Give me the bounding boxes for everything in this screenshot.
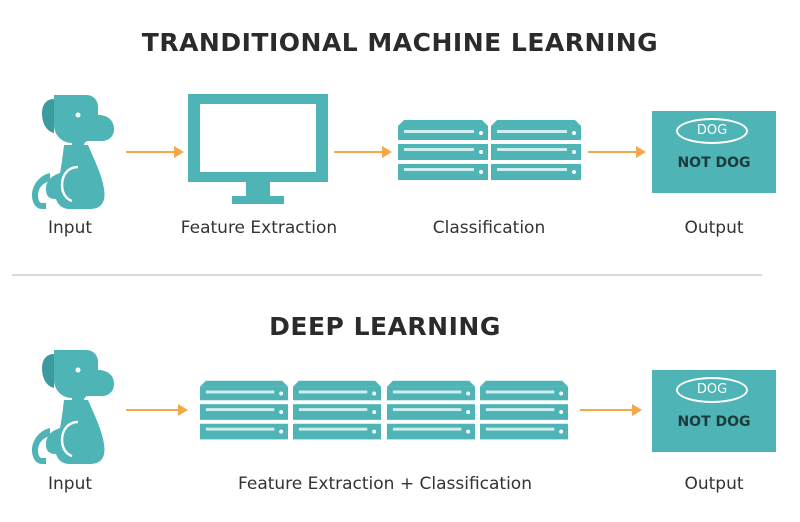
label-input: Input [47,218,93,238]
server-stack-icon [398,120,488,180]
server-stack-icon [200,380,288,440]
label-input: Input [47,474,93,494]
output-box: DOG NOT DOG [652,111,776,193]
label-output: Output [684,474,744,494]
dog-oval: DOG [676,118,748,144]
traditional-title: TRANDITIONAL MACHINE LEARNING [141,28,659,57]
not-dog-text: NOT DOG [677,155,751,171]
dog-icon [32,350,114,464]
server-stack-icon [491,120,581,180]
label-classification: Classification [432,218,546,238]
arrow-icon [580,404,642,416]
label-feature-extraction-classification: Feature Extraction + Classification [238,474,532,494]
output-box: DOG NOT DOG [652,370,776,452]
monitor-icon [188,94,328,204]
dog-icon [32,95,114,209]
server-stack-icon [387,380,475,440]
arrow-icon [126,404,188,416]
server-stack-icon [480,380,568,440]
arrow-icon [126,146,184,158]
label-output: Output [684,218,744,238]
dog-oval: DOG [676,377,748,403]
label-feature-extraction: Feature Extraction [180,218,338,238]
section-divider [12,274,762,276]
server-stack-icon [293,380,381,440]
deep-title: DEEP LEARNING [269,312,501,341]
arrow-icon [588,146,646,158]
not-dog-text: NOT DOG [677,414,751,430]
arrow-icon [334,146,392,158]
